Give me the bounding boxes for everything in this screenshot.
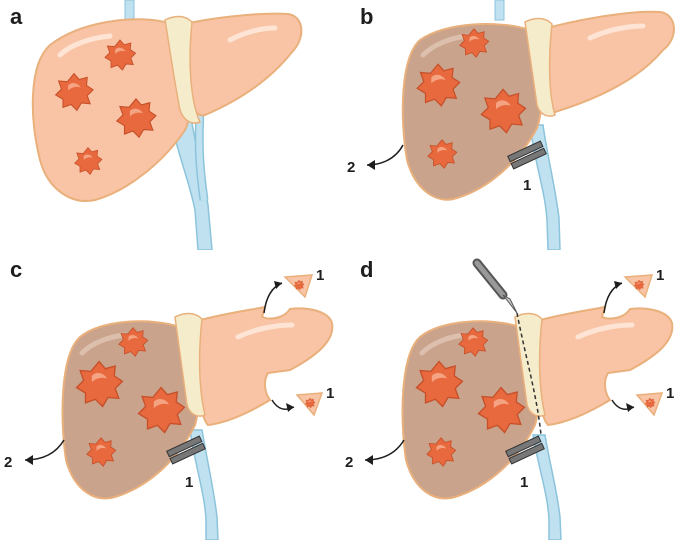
pvl-number: 2: [4, 454, 12, 471]
panel-label-a: a: [10, 4, 23, 29]
resection-top-number: 1: [656, 267, 664, 284]
portal-vein-icon: [189, 429, 219, 540]
panel-a: a: [0, 0, 340, 250]
panel-label-c: c: [10, 257, 23, 282]
portal-vein-icon: [532, 434, 562, 540]
arrow-icon: [603, 282, 623, 314]
panel-c: c 1 2 1: [0, 255, 340, 540]
clamp-number: 1: [523, 177, 531, 194]
liver-icon: 1 2: [347, 0, 675, 250]
panel-label-b: b: [360, 4, 374, 29]
liver-icon: 1 2 1 1: [4, 267, 334, 540]
clamp-icon: [166, 435, 206, 465]
clamp-icon: [507, 140, 547, 170]
pvl-number: 2: [347, 159, 355, 176]
scalpel-icon: [472, 258, 518, 314]
resection-mid-number: 1: [326, 385, 334, 402]
pvl-number: 2: [345, 454, 353, 471]
panel-b: b 1 2: [345, 0, 685, 250]
liver-icon: [31, 0, 303, 250]
liver-icon: 1 2 1 1: [345, 258, 674, 540]
arrow-icon: [263, 282, 283, 314]
clamp-number: 1: [520, 474, 528, 491]
panel-label-d: d: [360, 257, 374, 282]
clamp-number: 1: [185, 474, 193, 491]
resection-top-number: 1: [316, 267, 324, 284]
panel-d: d 1 2: [345, 255, 685, 540]
resection-mid-number: 1: [666, 385, 674, 402]
clamp-icon: [505, 435, 545, 465]
